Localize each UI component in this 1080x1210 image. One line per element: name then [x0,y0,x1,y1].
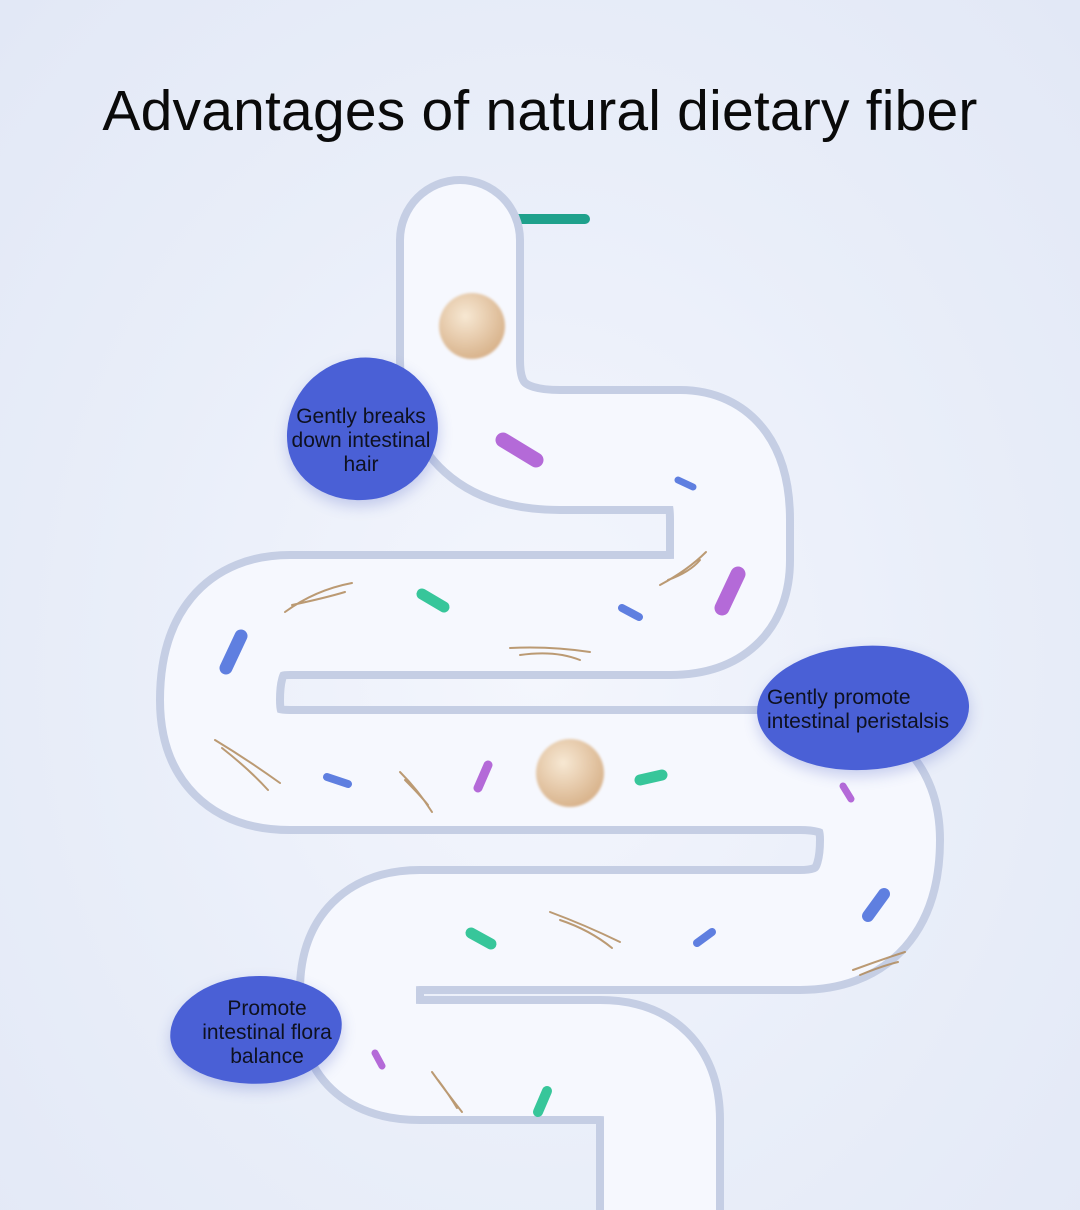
fiber-ball [439,293,505,359]
label-breaks-hair: Gently breaks down intestinal hair [291,405,431,476]
bacteria-blue [693,928,716,947]
page-title: Advantages of natural dietary fiber [102,79,978,143]
bacteria-purple [495,432,544,468]
bacteria-blue [862,888,890,922]
hair-strand [659,551,707,586]
bacteria-purple [371,1049,386,1070]
fiber-ball [536,739,604,807]
intestine-tube [156,176,944,1210]
hair-strand [431,1071,463,1113]
bacteria-green [465,927,497,950]
bacteria-purple [839,782,855,803]
bacteria-blue [323,773,352,788]
hair-strand [852,951,906,976]
bacteria-blue [674,476,697,491]
hair-strand [399,771,433,813]
bacteria-group [219,432,890,1117]
bacteria-purple [714,566,746,616]
bacteria-green [416,588,450,613]
hair-strand [549,911,621,949]
label-peristalsis: Gently promote intestinal peristalsis [767,686,950,733]
hair-strand [284,582,353,613]
bacteria-green [634,769,668,786]
bacteria-purple [473,760,493,793]
hair-strand [214,739,281,791]
bacteria-blue [618,604,643,621]
hair-strand [509,646,591,661]
bacteria-blue [219,629,248,675]
hair-group [214,551,906,1113]
bacteria-green [533,1086,552,1117]
label-flora: Promote intestinal flora balance [202,997,332,1068]
